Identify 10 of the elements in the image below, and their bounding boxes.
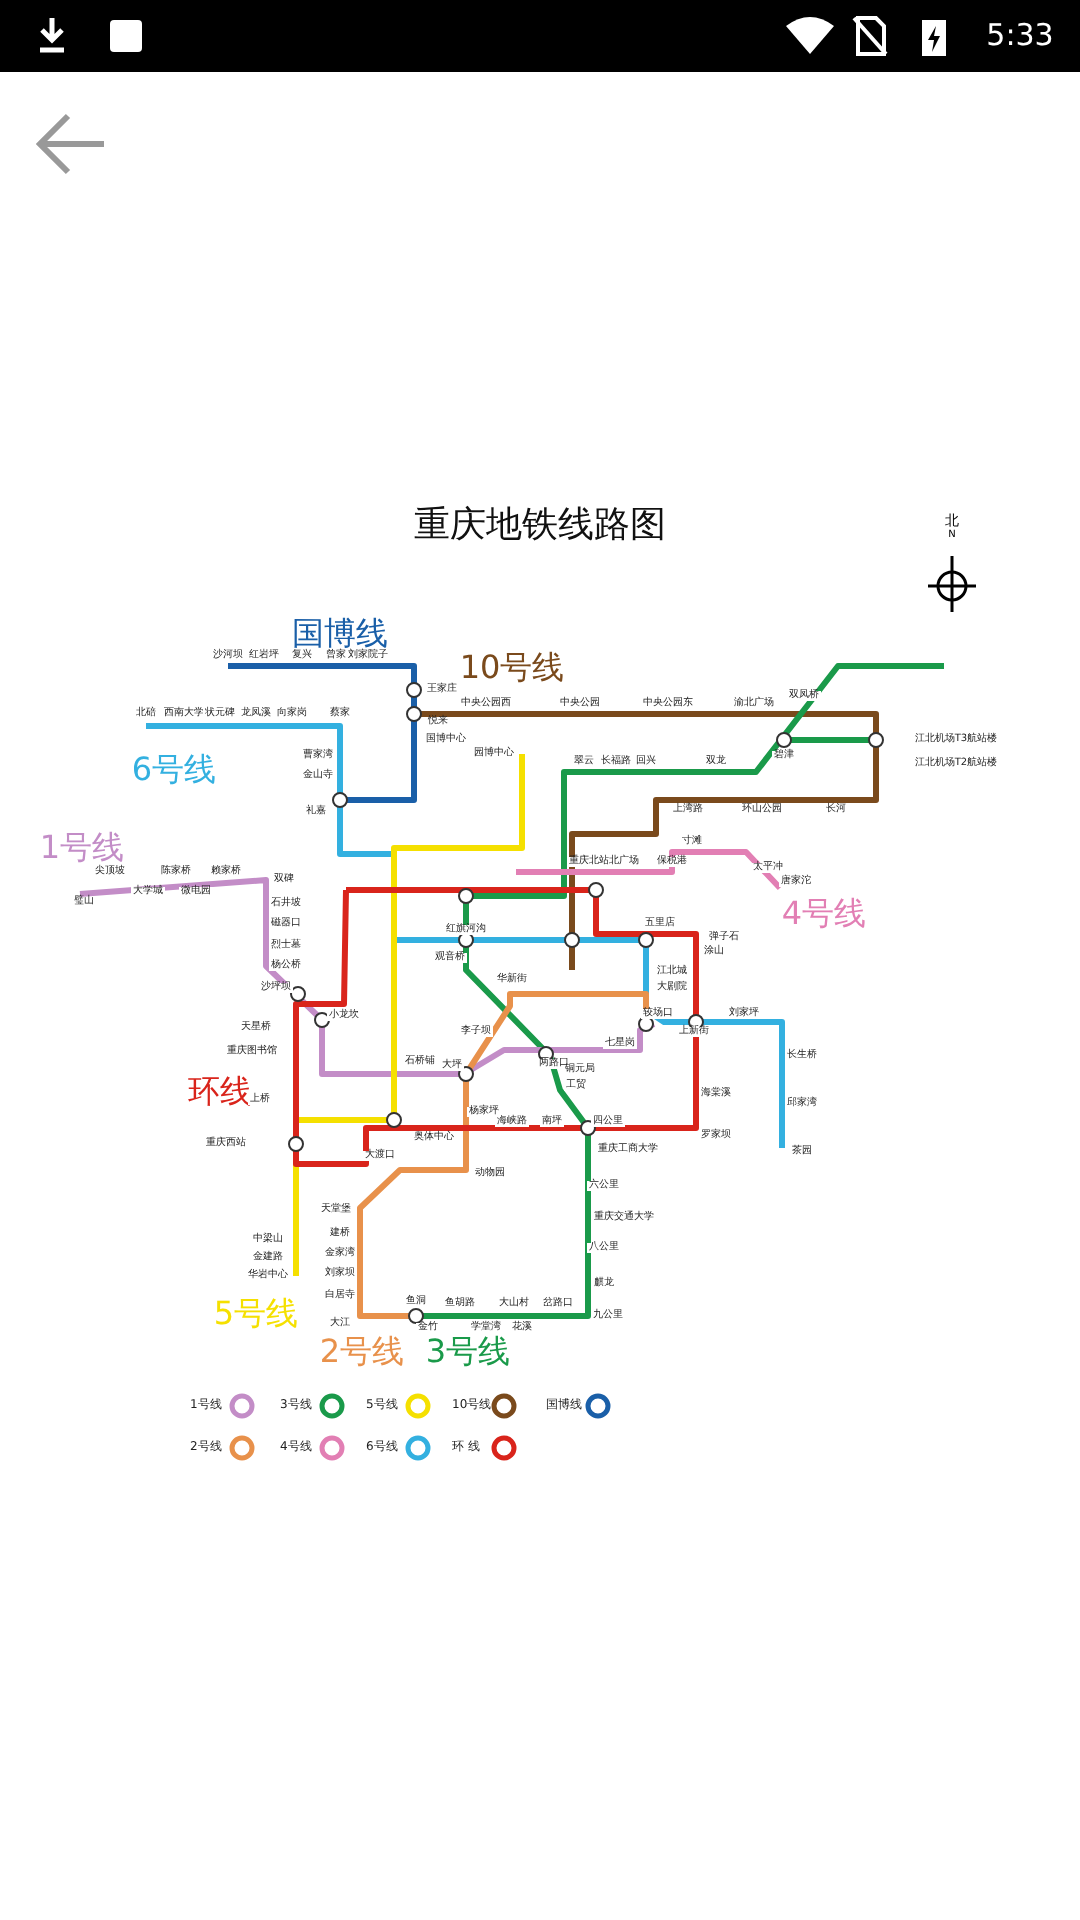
line-name: 6号线 (131, 754, 217, 786)
line-name: 10号线 (459, 652, 565, 684)
line-name: 4号线 (781, 898, 867, 930)
line-name: 国博线 (292, 618, 388, 650)
map-title: 重庆地铁线路图 (414, 508, 666, 544)
line-name: 3号线 (425, 1336, 511, 1368)
line-name: 5号线 (213, 1298, 299, 1330)
line-name: 2号线 (319, 1336, 405, 1368)
status-time: 5:33 (986, 21, 1054, 51)
line-name: 1号线 (39, 832, 125, 864)
